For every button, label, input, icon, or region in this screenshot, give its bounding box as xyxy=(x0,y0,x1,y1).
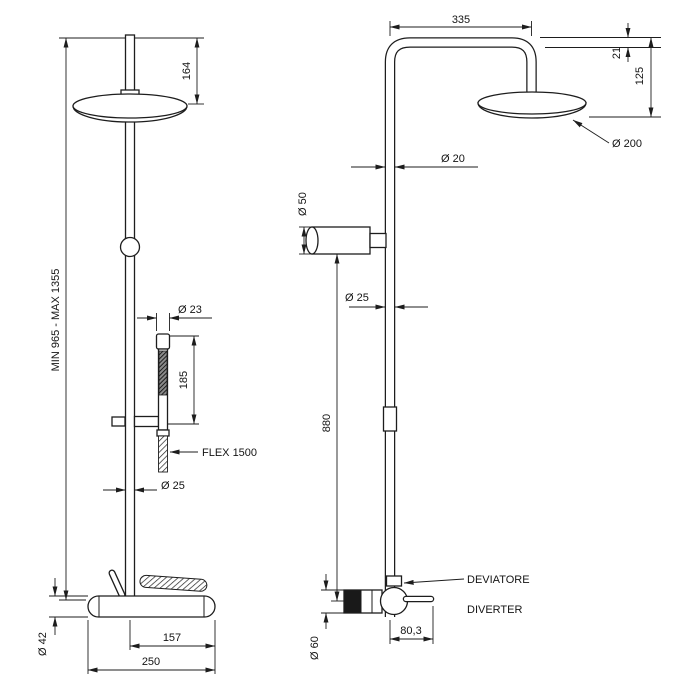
hand-shower-head xyxy=(155,333,171,350)
dim-arm-projection: 335 xyxy=(389,14,532,36)
dim-label-handshower-diameter: Ø 23 xyxy=(178,304,202,316)
dim-label-column-diameter-front: Ø 25 xyxy=(161,480,185,492)
dim-label-185: 185 xyxy=(178,371,190,389)
ball-joint xyxy=(119,236,141,258)
side-view: 335 21 125 Ø 200 Ø 20 xyxy=(297,14,661,660)
dim-label-column-diameter-mid: Ø 25 xyxy=(345,292,369,304)
dim-height-range: MIN 965 - MAX 1355 xyxy=(50,37,126,601)
dim-label-bracket-diameter: Ø 50 xyxy=(297,192,309,216)
dim-label-125: 125 xyxy=(634,67,646,85)
wall-bracket-body xyxy=(311,226,371,255)
dim-mixer-depth: 80,3 xyxy=(389,606,434,644)
union-sleeve xyxy=(382,406,398,432)
dim-column-height: 880 xyxy=(321,253,344,602)
diverter-label-it: DEVIATORE xyxy=(467,574,530,586)
dim-column-diameter-top: Ø 20 xyxy=(351,153,478,170)
wall-bracket-cap xyxy=(305,226,319,255)
dim-label-880: 880 xyxy=(321,414,333,432)
dim-head-diameter: Ø 200 xyxy=(572,119,642,150)
mixer-lever xyxy=(109,570,125,598)
dim-head-drop: 125 xyxy=(589,37,661,118)
dim-label-head-diameter: Ø 200 xyxy=(612,138,642,150)
shower-head-side xyxy=(477,91,587,115)
dim-handshower-length: 185 xyxy=(168,335,199,425)
diverter-knob xyxy=(385,575,403,587)
riser-pipe-side xyxy=(386,38,536,617)
dim-head-edge: 21 xyxy=(540,23,661,62)
dim-label-21: 21 xyxy=(611,47,623,59)
dim-mixer-body-diameter: Ø 42 xyxy=(37,578,88,656)
mixer-body-dark-block xyxy=(343,589,362,614)
diverter-callout: DEVIATORE DIVERTER xyxy=(403,574,530,616)
dim-label-column-diameter-top: Ø 20 xyxy=(441,153,465,165)
hand-shower-grip xyxy=(158,350,168,396)
wall-bracket-neck xyxy=(369,232,387,249)
flex-nut xyxy=(156,429,170,437)
dim-bracket-diameter: Ø 50 xyxy=(297,192,312,255)
flex-callout: FLEX 1500 xyxy=(169,447,257,459)
dim-mixer-width: 250 xyxy=(87,620,216,674)
dim-label-height-range: MIN 965 - MAX 1355 xyxy=(50,269,62,372)
bracket-knob xyxy=(111,416,126,427)
front-view: 164 MIN 965 - MAX 1355 Ø 23 185 FLEX 15 xyxy=(37,34,257,674)
shower-head-front xyxy=(72,93,188,119)
hand-shower-bracket xyxy=(133,415,160,428)
dim-head-offset: 164 xyxy=(134,37,204,105)
dim-mixer-diameter-side: Ø 60 xyxy=(309,574,344,660)
dim-label-mixer-body-diameter: Ø 42 xyxy=(37,632,49,656)
mixer-body-front xyxy=(87,595,216,618)
mixer-flex-hose xyxy=(139,574,208,592)
diverter-label-en: DIVERTER xyxy=(467,604,522,616)
hand-shower-flex xyxy=(158,435,168,473)
flex-label: FLEX 1500 xyxy=(202,447,257,459)
dim-handshower-diameter: Ø 23 xyxy=(137,304,212,331)
dim-label-mixer-diameter-side: Ø 60 xyxy=(309,636,321,660)
dim-spout-projection: 157 xyxy=(129,620,216,650)
dim-label-80-3: 80,3 xyxy=(400,625,421,637)
dim-label-164: 164 xyxy=(181,62,193,80)
dim-label-335: 335 xyxy=(452,14,470,26)
riser-pipe-side-outline xyxy=(384,37,537,617)
dim-label-250: 250 xyxy=(142,656,160,668)
dim-column-diameter-mid: Ø 25 xyxy=(345,292,428,310)
dim-column-diameter-front: Ø 25 xyxy=(103,480,185,493)
dim-label-157: 157 xyxy=(163,632,181,644)
